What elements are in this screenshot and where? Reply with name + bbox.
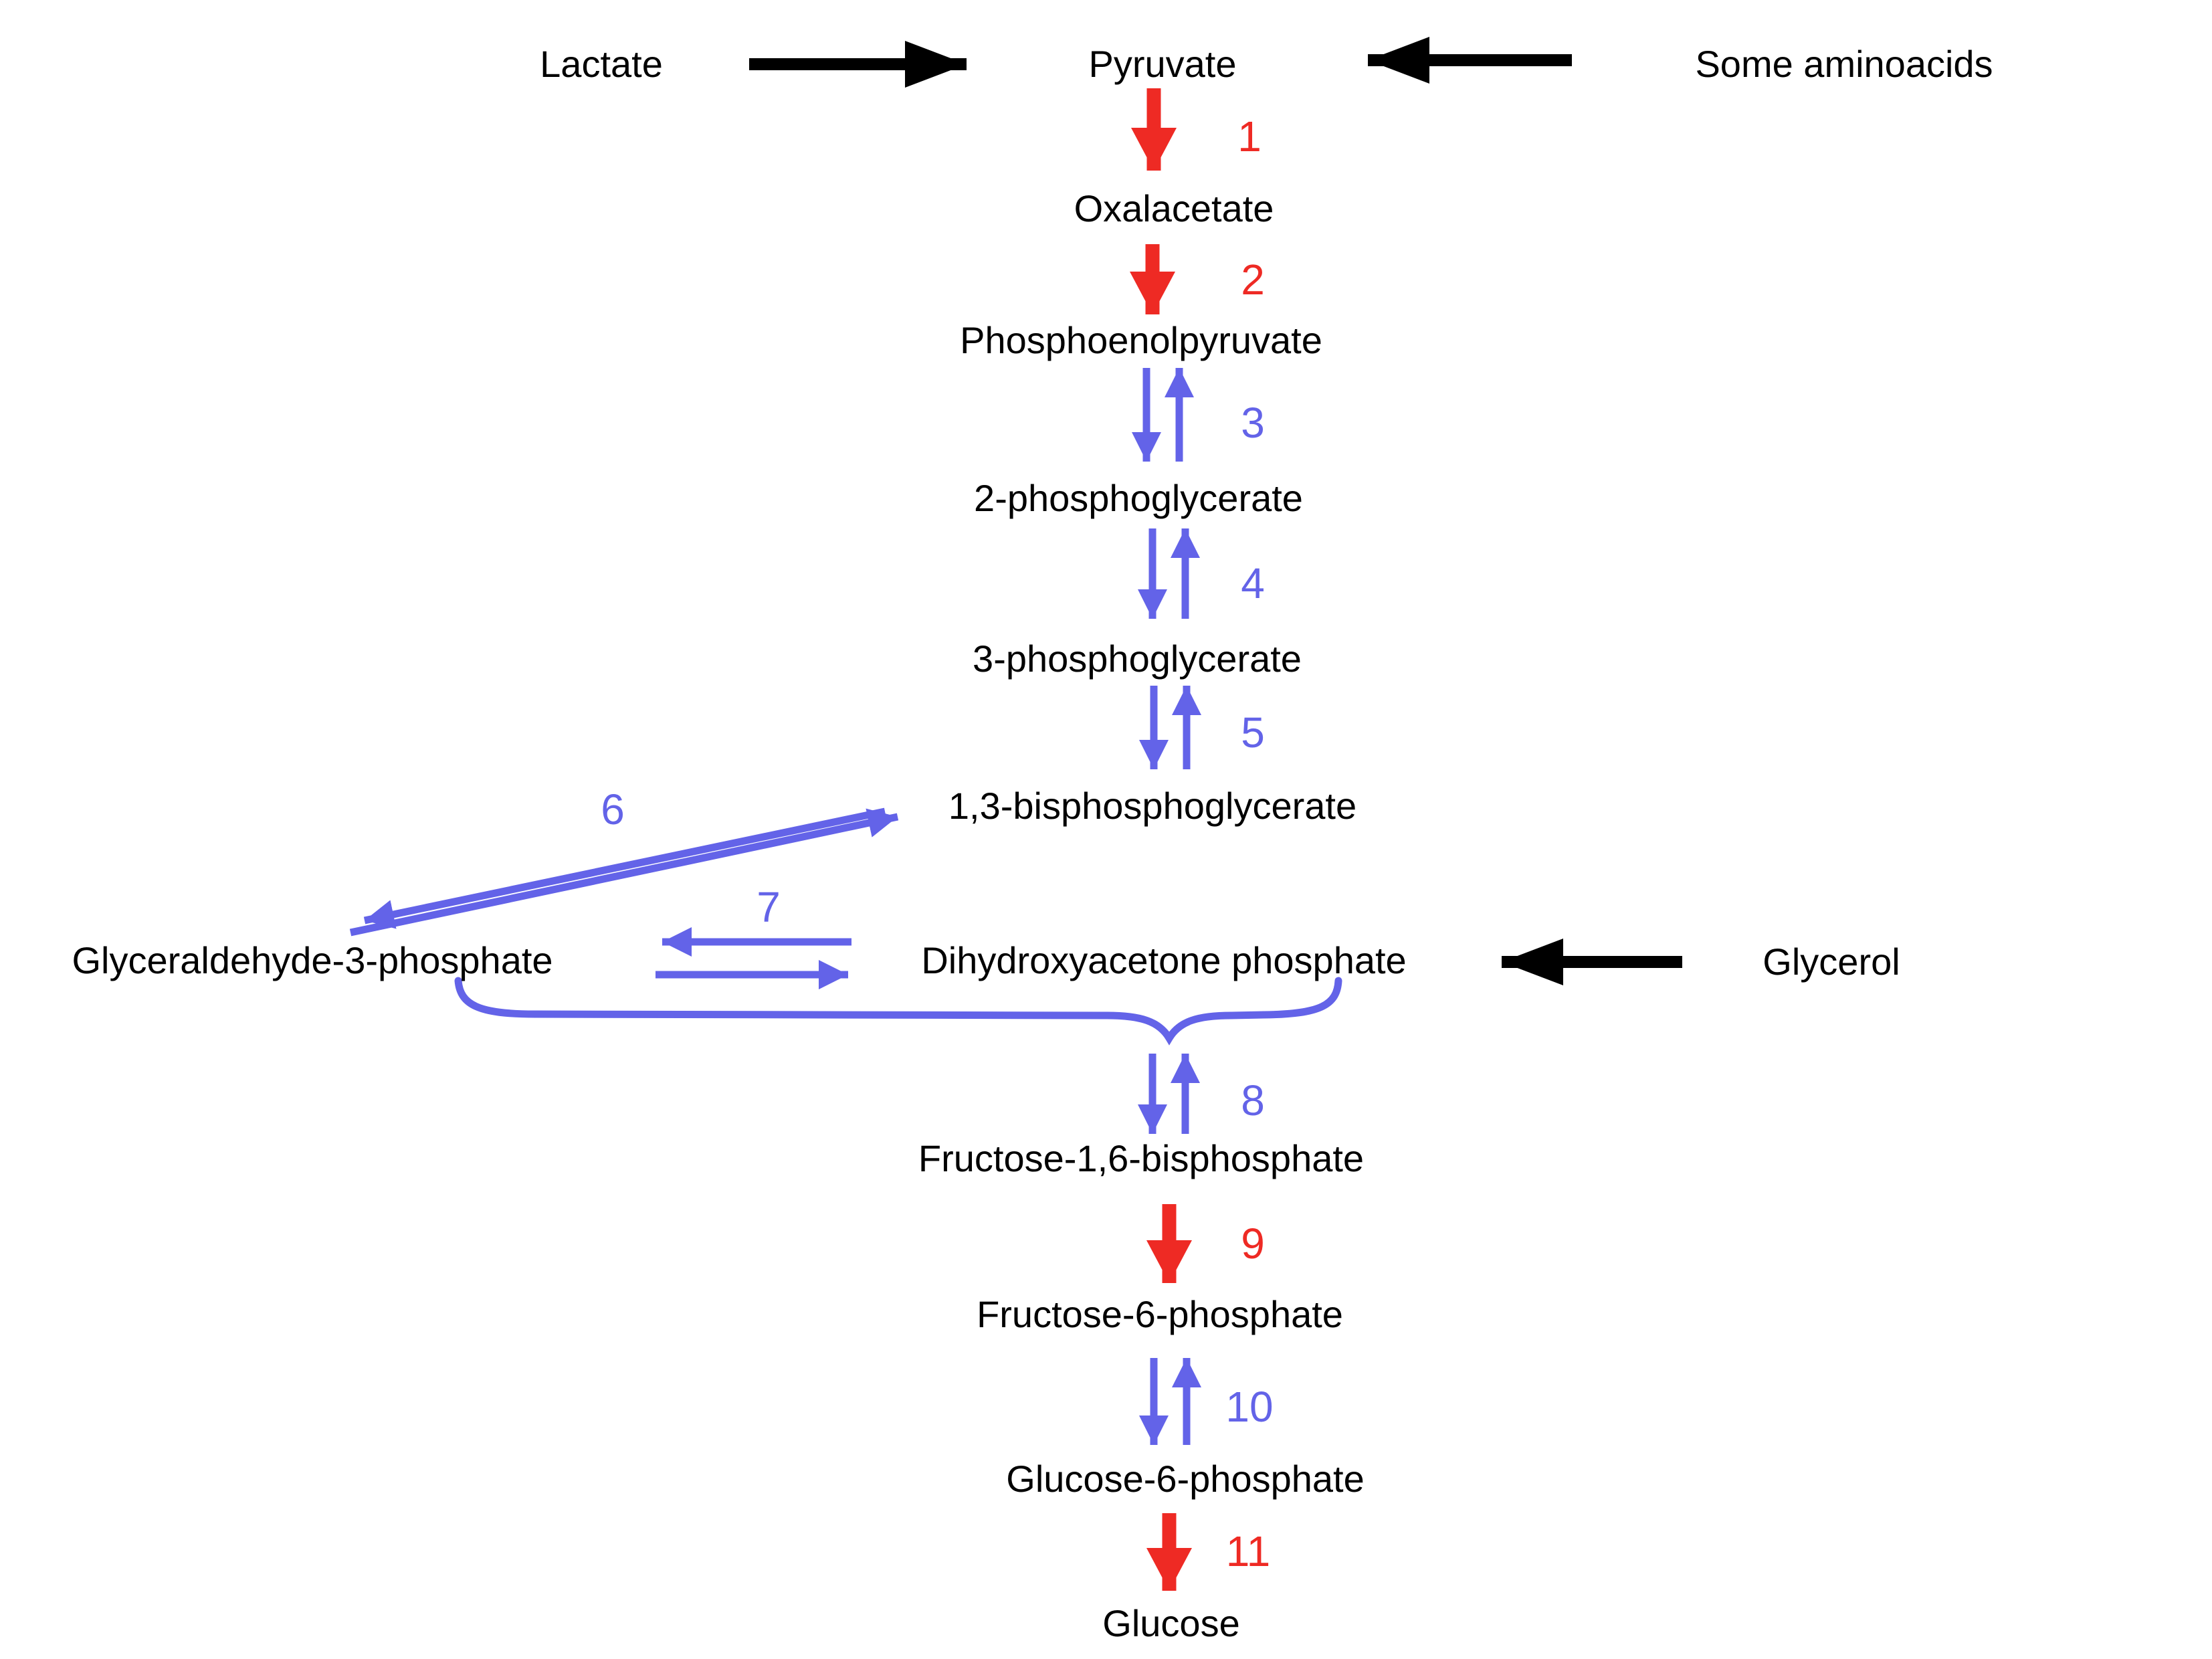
node-fructose-16-bisphosphate: Fructose-1,6-bisphosphate	[918, 1137, 1365, 1180]
node-glucose: Glucose	[1102, 1602, 1240, 1645]
step-11-label: 11	[1226, 1527, 1270, 1575]
step-10-label: 10	[1225, 1383, 1273, 1431]
arrow-step-6-forward	[363, 807, 886, 929]
step-6-label: 6	[601, 785, 625, 834]
node-oxalacetate: Oxalacetate	[1074, 187, 1274, 230]
step-1-label: 1	[1237, 112, 1262, 161]
node-glucose-6-phosphate: Glucose-6-phosphate	[1006, 1458, 1365, 1500]
node-phosphoenolpyruvate: Phosphoenolpyruvate	[960, 319, 1322, 362]
step-5-label: 5	[1241, 708, 1265, 757]
step-8-label: 8	[1241, 1076, 1265, 1125]
step-9-label: 9	[1241, 1219, 1265, 1268]
node-pyruvate: Pyruvate	[1088, 43, 1237, 86]
input-lactate-label: Lactate	[540, 43, 663, 86]
triose-join-brace	[454, 977, 1342, 1046]
node-3-phosphoglycerate: 3-phosphoglycerate	[973, 638, 1302, 680]
node-13-bisphosphoglycerate: 1,3-bisphosphoglycerate	[948, 785, 1357, 827]
input-glycerol-label: Glycerol	[1763, 941, 1900, 983]
node-fructose-6-phosphate: Fructose-6-phosphate	[977, 1293, 1343, 1336]
node-glyceraldehyde-3-phosphate: Glyceraldehyde-3-phosphate	[72, 939, 553, 982]
step-2-label: 2	[1241, 256, 1265, 304]
node-2-phosphoglycerate: 2-phosphoglycerate	[974, 477, 1303, 520]
arrow-step-6-reverse	[349, 808, 899, 937]
node-dihydroxyacetone-phosphate: Dihydroxyacetone phosphate	[921, 939, 1407, 982]
step-7-label: 7	[757, 883, 781, 931]
input-aminoacids-label: Some aminoacids	[1695, 43, 1993, 86]
step-4-label: 4	[1241, 559, 1265, 607]
step-3-label: 3	[1241, 399, 1265, 447]
